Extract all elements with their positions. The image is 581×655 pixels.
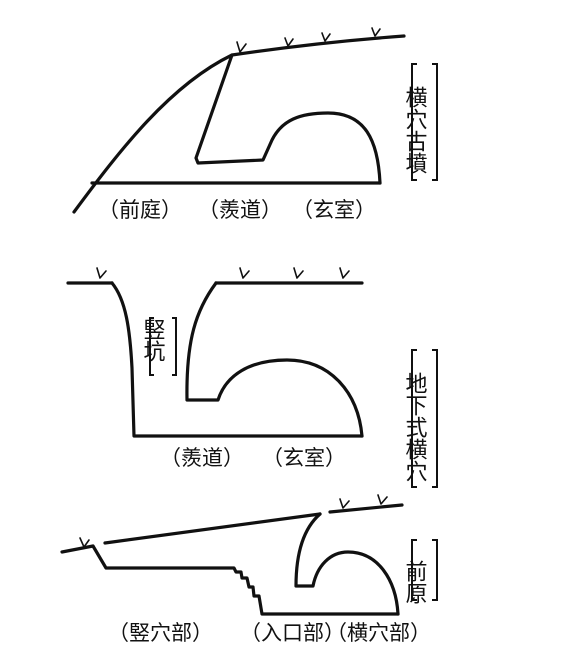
type-label-yokoana-kofun: 横穴古墳 bbox=[402, 86, 428, 174]
diagram-2-part-labels: （羨道） （玄室） bbox=[160, 446, 346, 470]
label-burial-chamber: （玄室） bbox=[292, 198, 376, 222]
label-front-yard: （前庭） bbox=[98, 198, 182, 222]
shaft-left-wall-and-floor bbox=[110, 281, 364, 438]
shaft-right-wall-and-chamber bbox=[185, 281, 364, 438]
label-horizontal-chamber: （横穴部） bbox=[326, 621, 431, 645]
pit-and-entrance-outline bbox=[91, 544, 400, 616]
label-passage: （羨道） bbox=[198, 198, 282, 222]
grass-tick-marks bbox=[236, 27, 381, 53]
diagram-yokoana-kofun: （前庭） （羨道） （玄室） 横穴古墳 bbox=[72, 27, 438, 222]
label-bracket bbox=[411, 539, 438, 601]
chamber-outline bbox=[294, 512, 400, 616]
hillside-slope-line bbox=[72, 34, 406, 214]
diagram-1-part-labels: （前庭） （羨道） （玄室） bbox=[98, 198, 376, 222]
diagram-1-type-label: 横穴古墳 bbox=[402, 86, 428, 174]
grass-tick-marks bbox=[79, 494, 388, 548]
diagram-maebaru: （竪穴部） （入口部） （横穴部） 前原 bbox=[60, 494, 438, 645]
shaft-label: 竪坑 bbox=[140, 318, 166, 362]
label-vertical-pit: （竪穴部） bbox=[108, 621, 213, 645]
ground-line-left bbox=[60, 544, 95, 554]
ground-line-middle bbox=[103, 512, 322, 545]
label-bracket bbox=[411, 63, 438, 181]
type-label-chikashiki-yokoana: 地下式横穴 bbox=[402, 372, 428, 482]
diagram-3-part-labels: （竪穴部） （入口部） （横穴部） bbox=[108, 621, 431, 645]
type-label-maebaru: 前原 bbox=[402, 560, 428, 604]
label-passage: （羨道） bbox=[160, 446, 244, 470]
ground-line-right bbox=[328, 503, 404, 514]
label-bracket bbox=[411, 349, 438, 488]
diagram-chikashiki-yokoana: 竪坑 （羨道） （玄室） 地下式横穴 bbox=[66, 267, 438, 488]
label-entrance: （入口部） bbox=[240, 621, 345, 645]
label-burial-chamber: （玄室） bbox=[262, 446, 346, 470]
shaft-label-bracket bbox=[149, 317, 177, 376]
grass-tick-marks bbox=[96, 267, 350, 279]
passage-outline bbox=[194, 53, 382, 185]
